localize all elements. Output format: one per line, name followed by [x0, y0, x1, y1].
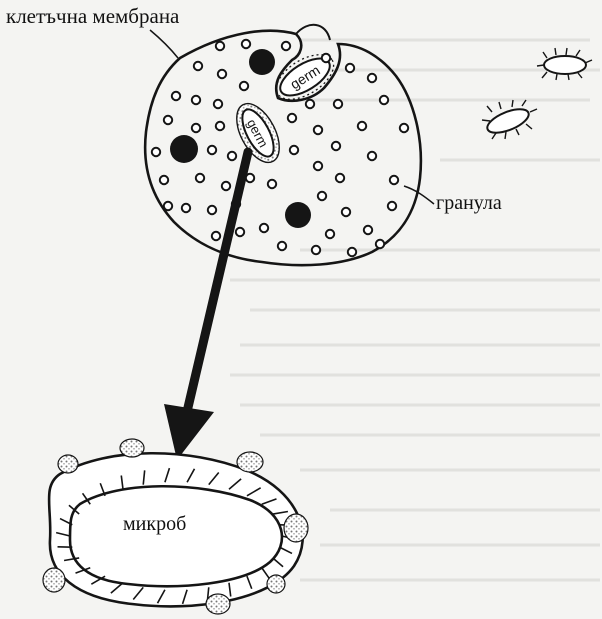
granule-dot	[334, 100, 342, 108]
granule-dot	[160, 176, 168, 184]
granule-dot	[192, 124, 200, 132]
granule-dot	[332, 142, 340, 150]
granule-dot	[346, 64, 354, 72]
granule-dot	[364, 226, 372, 234]
membrane-leader-line	[150, 30, 178, 58]
cell-membrane-label: клетъчна мембрана	[6, 6, 179, 27]
granule-dot	[282, 42, 290, 50]
granule-dot	[326, 230, 334, 238]
granule-dot	[260, 224, 268, 232]
granule-dot	[164, 202, 172, 210]
granule-dot	[368, 152, 376, 160]
arrow-down-left-icon	[164, 152, 248, 460]
granule-dot	[336, 174, 344, 182]
granule-dot	[318, 192, 326, 200]
granule-dot	[388, 202, 396, 210]
granule-dot	[390, 176, 398, 184]
microbe-inner-wall	[70, 486, 282, 586]
granule-dot	[214, 100, 222, 108]
granule-dot	[322, 54, 330, 62]
granule-dot	[242, 40, 250, 48]
granule-dot	[288, 114, 296, 122]
vacuole-boundary	[296, 25, 330, 40]
granule-dot	[312, 246, 320, 254]
granule-dot	[172, 92, 180, 100]
granule-dot	[314, 126, 322, 134]
granule-dot	[380, 96, 388, 104]
free-bacterium-2	[482, 100, 537, 139]
granule-dot	[212, 232, 220, 240]
granule-dot	[182, 204, 190, 212]
granule-dot	[368, 74, 376, 82]
granule-dot	[290, 146, 298, 154]
granule-dot	[192, 96, 200, 104]
granule-dot	[268, 180, 276, 188]
granule-dot	[240, 82, 248, 90]
granule-dot	[236, 228, 244, 236]
granule-dot	[208, 206, 216, 214]
granule-label: гранула	[436, 193, 502, 213]
microbe-label: микроб	[123, 514, 186, 534]
granule-dot	[400, 124, 408, 132]
granule-dot	[164, 116, 172, 124]
granule-dot	[194, 62, 202, 70]
granule-dot	[348, 248, 356, 256]
granule-dot	[358, 122, 366, 130]
granule-dot	[208, 146, 216, 154]
granule-dot	[218, 70, 226, 78]
free-bacterium-1	[537, 48, 592, 80]
granule-dot	[216, 42, 224, 50]
granule-dot	[342, 208, 350, 216]
granule-dot	[228, 152, 236, 160]
granule-dot	[196, 174, 204, 182]
granule-dot	[314, 162, 322, 170]
granule-dot	[152, 148, 160, 156]
granule-dot	[376, 240, 384, 248]
granule-dot	[278, 242, 286, 250]
granule-dot	[306, 100, 314, 108]
granule-dot	[216, 122, 224, 130]
granule-dot	[222, 182, 230, 190]
